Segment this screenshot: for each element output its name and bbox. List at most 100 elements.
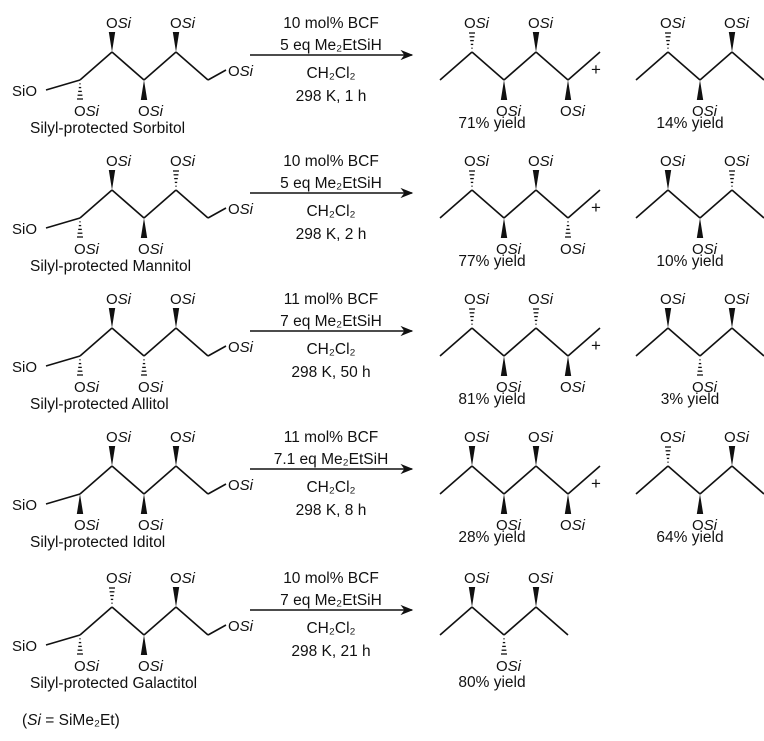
bond <box>79 51 113 81</box>
product-osi: OSi <box>660 15 686 32</box>
wedge-bond <box>500 494 508 514</box>
product-osi: OSi <box>560 103 586 120</box>
substrate-osi: OSi <box>138 241 164 258</box>
substrate-osi-terminal: OSi <box>228 339 254 356</box>
bond <box>207 624 227 636</box>
wedge-bond <box>564 80 572 100</box>
wedge-bond <box>564 494 572 514</box>
wedge-bond <box>696 494 704 514</box>
product-osi: OSi <box>660 291 686 308</box>
bond <box>535 327 569 357</box>
substrate-osi: OSi <box>170 15 196 32</box>
substrate-osi: OSi <box>106 15 132 32</box>
wedge-bond <box>172 308 180 328</box>
product-osi: OSi <box>528 15 554 32</box>
substrate-silyl-ether-left: SiO <box>12 83 37 100</box>
substrate-silyl-ether-left: SiO <box>12 638 37 655</box>
bond <box>567 189 601 219</box>
bond <box>471 606 505 636</box>
bond <box>439 51 473 81</box>
substrate-osi: OSi <box>106 429 132 446</box>
substrate-osi-terminal: OSi <box>228 63 254 80</box>
bond <box>567 51 601 81</box>
product-yield: 28% yield <box>458 529 525 546</box>
product-osi: OSi <box>464 15 490 32</box>
wedge-bond <box>728 308 736 328</box>
bond <box>439 606 473 636</box>
bond <box>699 465 733 495</box>
bond <box>175 606 209 636</box>
footnote-si: Si <box>27 712 41 729</box>
condition-solvent: CH₂Cl₂ <box>306 620 355 637</box>
bond <box>111 606 145 636</box>
bond <box>439 327 473 357</box>
condition-catalyst: 10 mol% BCF <box>283 153 379 170</box>
substrate-osi: OSi <box>106 153 132 170</box>
bond <box>143 465 177 495</box>
product-osi: OSi <box>560 517 586 534</box>
product-osi: OSi <box>464 153 490 170</box>
condition-silane: 5 eq Me₂EtSiH <box>280 175 382 192</box>
bond <box>471 327 505 357</box>
condition-temp-time: 298 K, 50 h <box>291 364 370 381</box>
condition-silane: 5 eq Me₂EtSiH <box>280 37 382 54</box>
bond <box>175 189 209 219</box>
wedge-bond <box>696 80 704 100</box>
condition-silane: 7.1 eq Me₂EtSiH <box>274 451 389 468</box>
bond <box>567 465 601 495</box>
wedge-bond <box>172 32 180 52</box>
substrate-osi: OSi <box>170 291 196 308</box>
bond <box>175 51 209 81</box>
bond <box>45 79 81 91</box>
condition-solvent: CH₂Cl₂ <box>306 65 355 82</box>
bond <box>471 51 505 81</box>
footnote-rest: = SiMe₂Et) <box>41 712 120 729</box>
bond <box>207 69 227 81</box>
product-osi: OSi <box>692 103 718 120</box>
product-osi: OSi <box>496 241 522 258</box>
bond <box>45 217 81 229</box>
bond <box>79 465 113 495</box>
product-osi: OSi <box>496 103 522 120</box>
bond <box>439 189 473 219</box>
bond <box>79 189 113 219</box>
bond <box>699 327 733 357</box>
bond <box>535 606 569 636</box>
substrate-name: Silyl-protected Mannitol <box>30 258 191 275</box>
product-osi: OSi <box>464 291 490 308</box>
product-yield: 14% yield <box>656 115 723 132</box>
condition-solvent: CH₂Cl₂ <box>306 341 355 358</box>
bond <box>111 465 145 495</box>
substrate-osi: OSi <box>170 570 196 587</box>
product-osi: OSi <box>692 241 718 258</box>
product-osi: OSi <box>692 517 718 534</box>
wedge-bond <box>532 587 540 607</box>
bond <box>503 51 537 81</box>
bond <box>143 327 177 357</box>
bond <box>699 189 733 219</box>
bond <box>731 327 764 357</box>
condition-silane: 7 eq Me₂EtSiH <box>280 313 382 330</box>
wedge-bond <box>664 308 672 328</box>
substrate-name: Silyl-protected Galactitol <box>30 675 197 692</box>
product-osi: OSi <box>464 570 490 587</box>
wedge-bond <box>728 32 736 52</box>
product-osi: OSi <box>528 429 554 446</box>
substrate-osi: OSi <box>106 570 132 587</box>
condition-silane: 7 eq Me₂EtSiH <box>280 592 382 609</box>
product-yield: 80% yield <box>458 674 525 691</box>
product-osi: OSi <box>528 570 554 587</box>
product-osi: OSi <box>496 658 522 675</box>
bond <box>567 327 601 357</box>
bond <box>79 606 113 636</box>
